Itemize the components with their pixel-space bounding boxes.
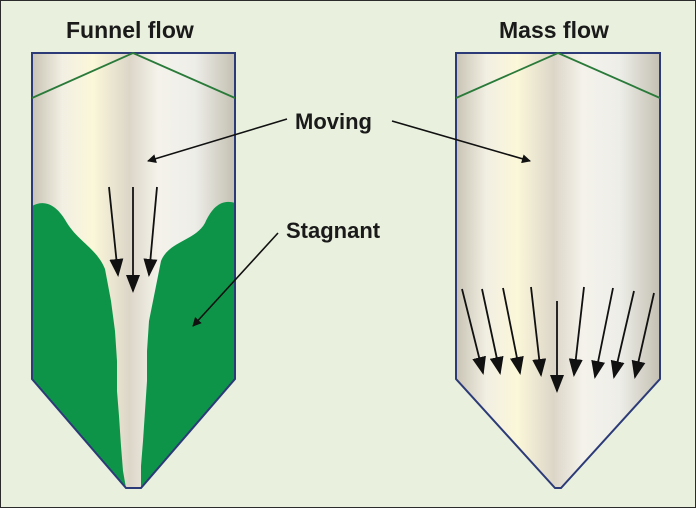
mass-flow-arrow-7	[591, 287, 614, 379]
stagnant-material-region	[32, 201, 235, 488]
mass-flow-arrow-2	[481, 288, 504, 375]
moving-pointer-funnel	[147, 118, 288, 163]
mass-flow-arrow-4	[530, 286, 547, 377]
mass-flow-silo	[455, 52, 661, 489]
moving-label: Moving	[295, 109, 372, 134]
mass-silo-outline	[455, 52, 661, 489]
mass-flow-arrow-9	[631, 292, 655, 379]
moving-pointer-mass	[391, 120, 531, 164]
funnel-flow-title: Funnel flow	[66, 17, 194, 43]
mass-flow-arrow-8	[610, 290, 635, 379]
stagnant-pointer	[192, 232, 279, 327]
mass-silo-body	[456, 53, 660, 488]
mass-flow-arrow-6	[568, 286, 585, 377]
funnel-silo-outline	[31, 52, 236, 489]
mass-fill-level-line	[455, 52, 661, 99]
mass-flow-arrow-1	[461, 288, 486, 375]
funnel-fill-level-line	[31, 52, 236, 99]
funnel-flow-arrow-right	[143, 186, 158, 277]
funnel-flow-silo	[31, 52, 236, 489]
stagnant-label: Stagnant	[286, 218, 381, 243]
funnel-flow-arrow-left	[108, 186, 124, 277]
mass-flow-title: Mass flow	[499, 17, 609, 43]
mass-flow-arrow-3	[502, 287, 524, 375]
